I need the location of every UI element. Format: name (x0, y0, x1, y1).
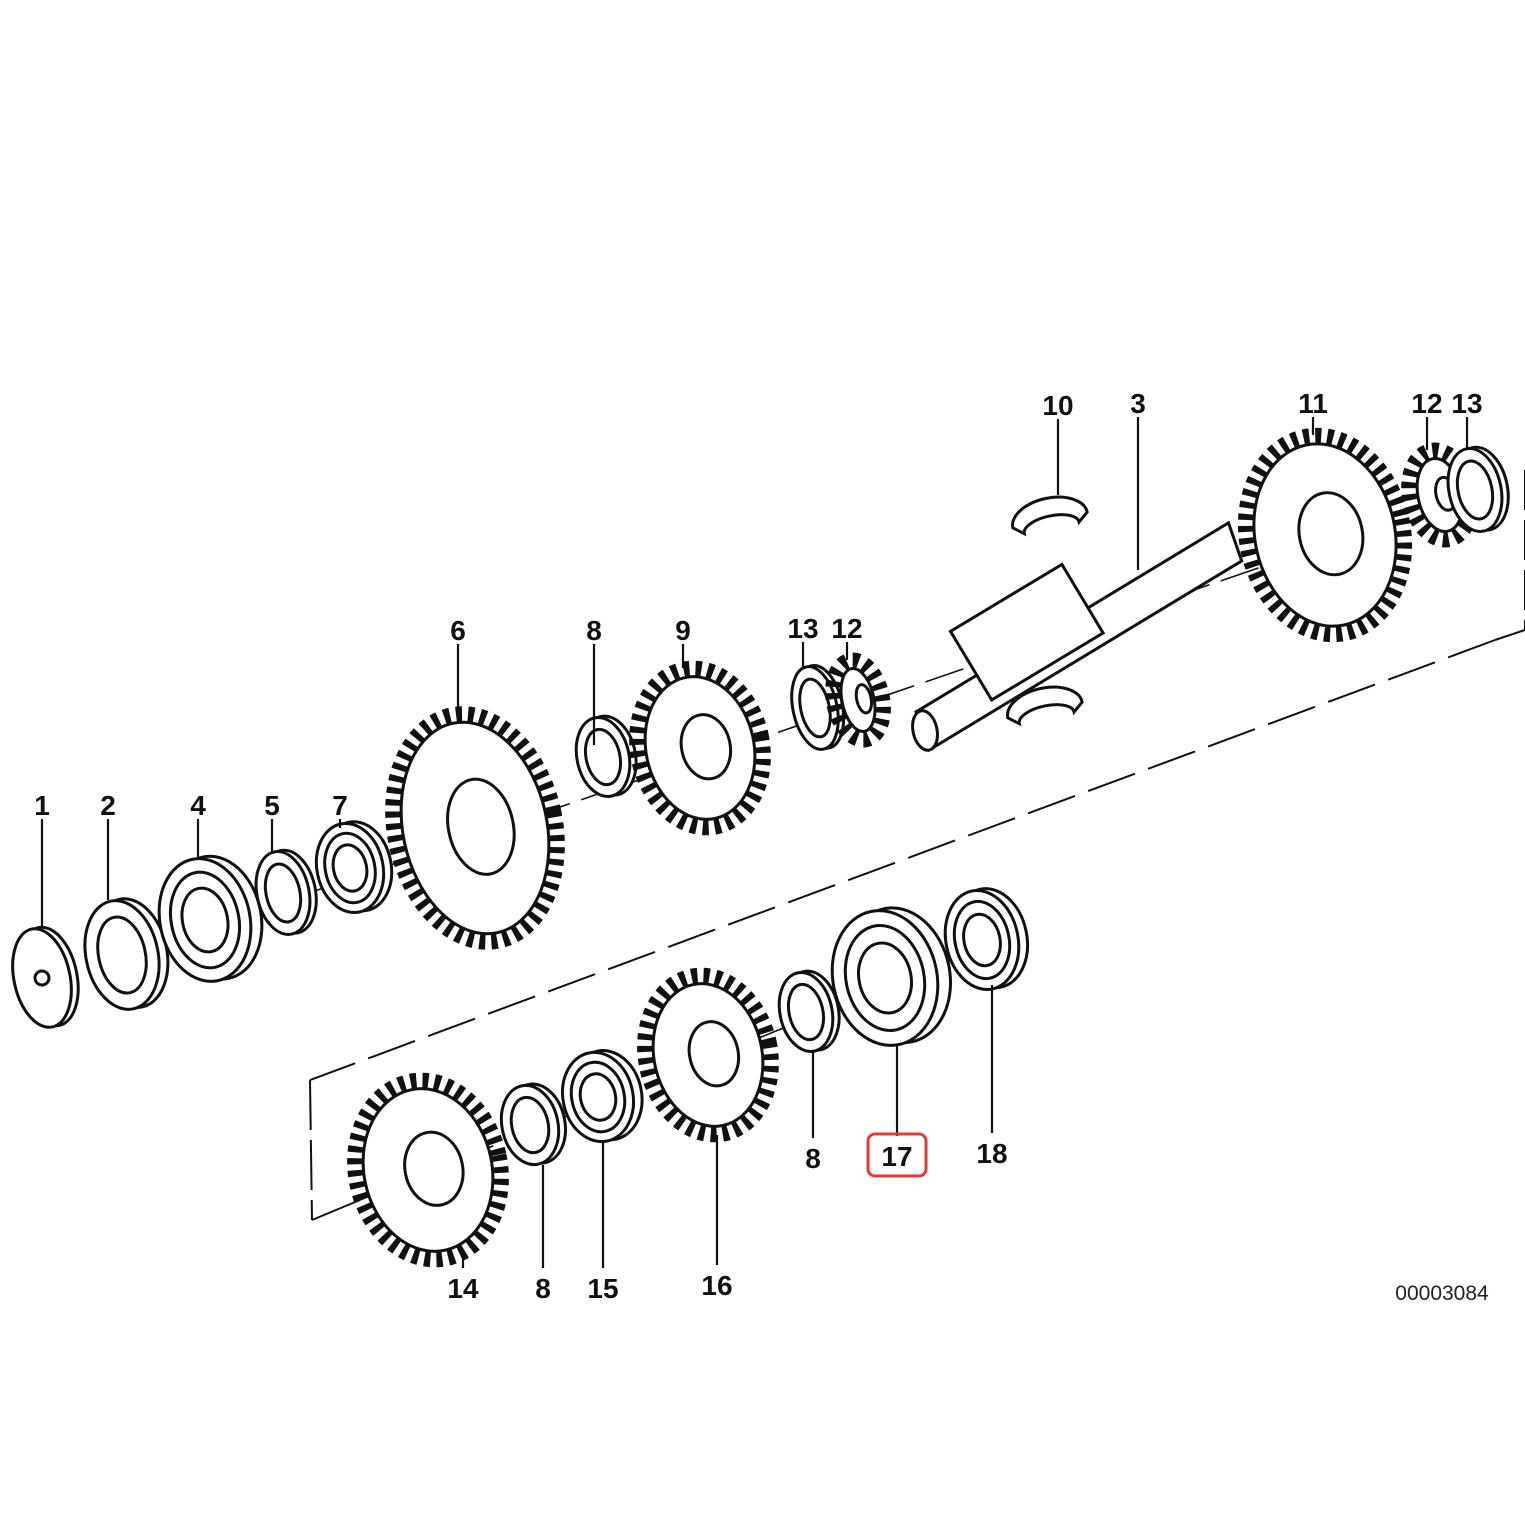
callout-label-13[interactable]: 13 (787, 613, 818, 644)
callout-label-8[interactable]: 8 (586, 615, 602, 646)
washer-5 (254, 848, 318, 936)
callout-label-16[interactable]: 16 (701, 1270, 732, 1301)
callout-label-8[interactable]: 8 (805, 1143, 821, 1174)
callout-label-13[interactable]: 13 (1451, 388, 1482, 419)
bushing-7 (314, 820, 394, 915)
washer-8c (777, 969, 841, 1053)
gear-14 (347, 1072, 509, 1268)
highlight-box-part-17 (866, 1132, 928, 1178)
callout-label-7[interactable]: 7 (332, 790, 348, 821)
callout-label-15[interactable]: 15 (587, 1273, 618, 1304)
catalog-number: 00003084 (1395, 1282, 1489, 1305)
callout-label-5[interactable]: 5 (264, 790, 280, 821)
callout-label-17[interactable]: 17 (881, 1141, 912, 1172)
shaft-3 (911, 520, 1244, 753)
seal-18 (943, 887, 1030, 991)
gear-16 (637, 967, 779, 1143)
callout-label-12[interactable]: 12 (1411, 388, 1442, 419)
callout-label-8[interactable]: 8 (535, 1273, 551, 1304)
callout-label-10[interactable]: 10 (1042, 390, 1073, 421)
callout-label-4[interactable]: 4 (190, 790, 206, 821)
gear-6 (385, 706, 565, 950)
ring-13a (790, 664, 846, 751)
bushing-15 (561, 1049, 644, 1144)
cap-1 (11, 925, 80, 1029)
callout-label-6[interactable]: 6 (450, 615, 466, 646)
callout-label-1[interactable]: 1 (34, 790, 50, 821)
callout-label-18[interactable]: 18 (976, 1138, 1007, 1169)
needle-bearing-10 (1011, 495, 1089, 537)
parts-group (11, 427, 1510, 1268)
needle-bearing-10b (1006, 685, 1084, 727)
callout-label-12[interactable]: 12 (831, 613, 862, 644)
gear-11 (1237, 427, 1413, 643)
callout-label-9[interactable]: 9 (675, 615, 691, 646)
gear-9 (629, 660, 771, 836)
callout-label-2[interactable]: 2 (100, 790, 116, 821)
bearing-4 (157, 854, 264, 983)
bearing-17 (830, 906, 953, 1047)
callout-label-11[interactable]: 11 (1298, 388, 1328, 419)
ring-12a (825, 652, 891, 748)
ring-13b (1446, 445, 1510, 533)
callout-label-3[interactable]: 3 (1130, 388, 1146, 419)
washer-8b (499, 1082, 567, 1167)
callout-label-14[interactable]: 14 (447, 1273, 479, 1304)
leader-lines (40, 417, 1469, 1268)
